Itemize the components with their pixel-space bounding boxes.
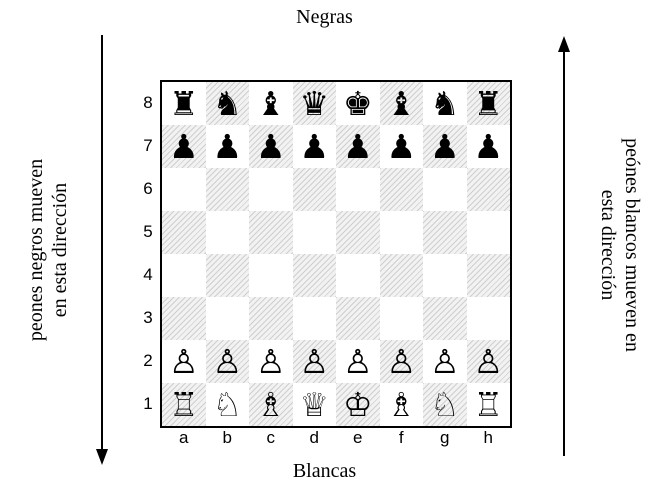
right-caption-line-2: esta dirección: [596, 138, 620, 352]
piece-e6: [336, 168, 380, 211]
rank-label: 2: [138, 351, 158, 371]
piece-g1[interactable]: ♘: [423, 383, 467, 426]
piece-h2[interactable]: ♙: [467, 340, 511, 383]
piece-f6: [380, 168, 424, 211]
piece-g8[interactable]: ♞: [423, 82, 467, 125]
file-label: b: [206, 428, 250, 448]
piece-e3: [336, 297, 380, 340]
piece-g6: [423, 168, 467, 211]
piece-c7[interactable]: ♟: [249, 125, 293, 168]
rank-label: 8: [138, 93, 158, 113]
piece-c2[interactable]: ♙: [249, 340, 293, 383]
piece-f7[interactable]: ♟: [380, 125, 424, 168]
up-arrow-icon: [556, 36, 572, 456]
piece-a6: [162, 168, 206, 211]
file-label: c: [249, 428, 293, 448]
piece-b1[interactable]: ♘: [206, 383, 250, 426]
piece-a7[interactable]: ♟: [162, 125, 206, 168]
piece-b5: [206, 211, 250, 254]
rank-label: 7: [138, 136, 158, 156]
piece-g2[interactable]: ♙: [423, 340, 467, 383]
piece-h4: [467, 254, 511, 297]
left-caption: peones negros mueven en esta dirección: [3, 120, 93, 380]
piece-d3: [293, 297, 337, 340]
piece-b8[interactable]: ♞: [206, 82, 250, 125]
file-label: a: [162, 428, 206, 448]
piece-d1[interactable]: ♕: [293, 383, 337, 426]
piece-f1[interactable]: ♗: [380, 383, 424, 426]
piece-b4: [206, 254, 250, 297]
left-caption-line-1: peones negros mueven: [24, 159, 48, 341]
piece-e7[interactable]: ♟: [336, 125, 380, 168]
piece-h7[interactable]: ♟: [467, 125, 511, 168]
piece-h6: [467, 168, 511, 211]
piece-e2[interactable]: ♙: [336, 340, 380, 383]
right-caption: peónes blancos mueven en esta dirección: [575, 95, 665, 395]
piece-h3: [467, 297, 511, 340]
piece-f5: [380, 211, 424, 254]
file-label: g: [423, 428, 467, 448]
piece-a3: [162, 297, 206, 340]
file-label: h: [467, 428, 511, 448]
piece-c1[interactable]: ♗: [249, 383, 293, 426]
piece-g4: [423, 254, 467, 297]
piece-d2[interactable]: ♙: [293, 340, 337, 383]
piece-c3: [249, 297, 293, 340]
piece-f2[interactable]: ♙: [380, 340, 424, 383]
piece-a8[interactable]: ♜: [162, 82, 206, 125]
piece-h5: [467, 211, 511, 254]
piece-c8[interactable]: ♝: [249, 82, 293, 125]
piece-c6: [249, 168, 293, 211]
rank-label: 4: [138, 265, 158, 285]
piece-d5: [293, 211, 337, 254]
piece-h8[interactable]: ♜: [467, 82, 511, 125]
piece-e4: [336, 254, 380, 297]
piece-b2[interactable]: ♙: [206, 340, 250, 383]
piece-c4: [249, 254, 293, 297]
top-label-black-side: Negras: [0, 6, 657, 29]
piece-d8[interactable]: ♛: [293, 82, 337, 125]
piece-f8[interactable]: ♝: [380, 82, 424, 125]
piece-g3: [423, 297, 467, 340]
piece-b6: [206, 168, 250, 211]
piece-f3: [380, 297, 424, 340]
file-label: e: [336, 428, 380, 448]
piece-g5: [423, 211, 467, 254]
piece-h1[interactable]: ♖: [467, 383, 511, 426]
piece-c5: [249, 211, 293, 254]
chess-board: ♜♞♝♛♚♝♞♜♟♟♟♟♟♟♟♟♙♙♙♙♙♙♙♙♖♘♗♕♔♗♘♖: [160, 80, 512, 428]
piece-d4: [293, 254, 337, 297]
piece-b3: [206, 297, 250, 340]
rank-label: 5: [138, 222, 158, 242]
piece-a1[interactable]: ♖: [162, 383, 206, 426]
piece-d6: [293, 168, 337, 211]
left-caption-line-2: en esta dirección: [48, 159, 72, 341]
right-caption-line-1: peónes blancos mueven en: [620, 138, 644, 352]
piece-f4: [380, 254, 424, 297]
piece-e1[interactable]: ♔: [336, 383, 380, 426]
piece-a2[interactable]: ♙: [162, 340, 206, 383]
rank-label: 3: [138, 308, 158, 328]
rank-label: 1: [138, 394, 158, 414]
piece-a5: [162, 211, 206, 254]
piece-d7[interactable]: ♟: [293, 125, 337, 168]
file-label: f: [380, 428, 424, 448]
down-arrow-icon: [94, 35, 110, 467]
piece-a4: [162, 254, 206, 297]
piece-b7[interactable]: ♟: [206, 125, 250, 168]
piece-e5: [336, 211, 380, 254]
piece-g7[interactable]: ♟: [423, 125, 467, 168]
piece-e8[interactable]: ♚: [336, 82, 380, 125]
rank-label: 6: [138, 179, 158, 199]
file-label: d: [293, 428, 337, 448]
